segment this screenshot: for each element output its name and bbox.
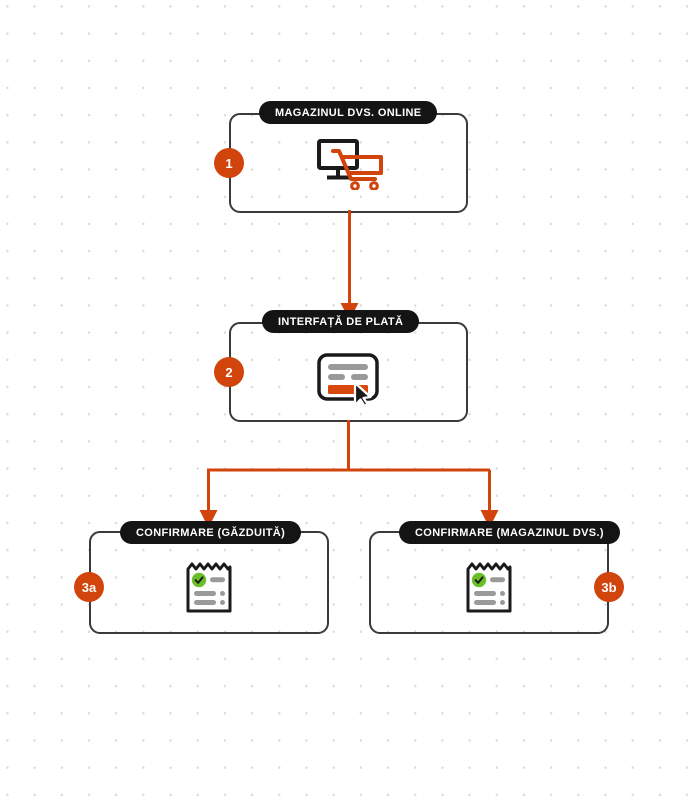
receipt-check-icon [464,561,514,620]
node-confirmation-your-store-label: CONFIRMARE (MAGAZINUL DVS.) [399,521,620,544]
online-store-cart-icon [313,138,385,195]
node-online-store-label: MAGAZINUL DVS. ONLINE [259,101,438,124]
step-badge-3b: 3b [594,572,624,602]
payment-form-cursor-icon [316,352,384,411]
step-badge-3a: 3a [74,572,104,602]
connector-store-to-payment [340,210,359,320]
node-payment-interface-label: INTERFAȚĂ DE PLATĂ [262,310,420,333]
receipt-check-icon [184,561,234,620]
step-badge-1: 1 [214,148,244,178]
connector-payment-to-confirmations [199,420,499,528]
node-confirmation-hosted-label: CONFIRMARE (GĂZDUITĂ) [120,521,302,544]
step-badge-2: 2 [214,357,244,387]
